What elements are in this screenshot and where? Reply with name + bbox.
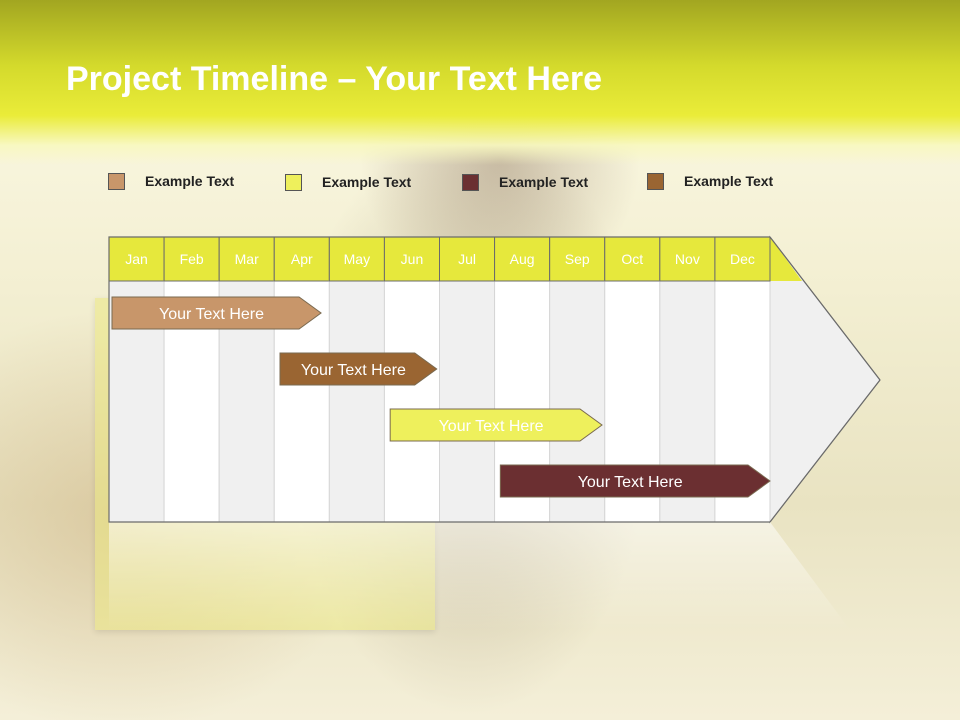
legend-swatch: [108, 172, 125, 190]
legend-item: Example Text: [647, 168, 773, 194]
task-label: Your Text Here: [439, 418, 544, 435]
title-bold: Project Timeline: [66, 60, 329, 98]
task-bar: [111, 296, 322, 330]
task-bar: [279, 352, 438, 386]
legend-label: Example Text: [499, 174, 589, 190]
month-label: Jun: [401, 251, 424, 267]
month-label: May: [344, 251, 370, 267]
title-rest: – Your Text Here: [328, 60, 603, 98]
arrow-edge-bottom: [769, 379, 881, 523]
legend-item: Example Text: [285, 169, 411, 195]
month-label: Oct: [621, 251, 643, 267]
month-label: Apr: [291, 251, 313, 267]
legend-swatch: [462, 173, 479, 191]
month-header-cell: [714, 236, 771, 282]
month-column: [328, 280, 385, 523]
month-header-cell: [494, 236, 551, 282]
legend-item: Example Text: [108, 168, 234, 194]
legend-item: Example Text: [462, 169, 588, 195]
legend-label: Example Text: [322, 174, 412, 190]
month-header-cell: [659, 236, 716, 282]
month-header-cell: [328, 236, 385, 282]
timeline-frame: [108, 236, 770, 523]
legend-swatch: [647, 172, 664, 190]
legend-label: Example Text: [145, 173, 235, 189]
month-header-cell: [383, 236, 440, 282]
task-label: Your Text Here: [578, 474, 683, 491]
task-bar: [389, 408, 603, 442]
header-band: [0, 0, 960, 165]
month-label: Jul: [458, 251, 476, 267]
month-column: [439, 280, 496, 523]
month-header-cell: [218, 236, 275, 282]
legend-swatch: [285, 173, 302, 191]
task-bar: [499, 464, 771, 498]
month-label: Nov: [675, 251, 700, 267]
task-label: Your Text Here: [301, 362, 406, 379]
legend: Example Text Example Text Example Text E…: [108, 168, 828, 198]
month-header-cell: [604, 236, 661, 282]
legend-label: Example Text: [684, 173, 774, 189]
arrow-reflection: [109, 522, 850, 630]
month-header-cell: [163, 236, 220, 282]
month-label: Dec: [730, 251, 755, 267]
arrow-edge-top: [769, 236, 881, 381]
month-label: Jan: [125, 251, 148, 267]
month-column: [383, 280, 440, 523]
task-label: Your Text Here: [159, 306, 264, 323]
month-label: Mar: [235, 251, 259, 267]
page-title: Project Timeline – Your Text Here: [66, 60, 602, 99]
month-label: Aug: [510, 251, 535, 267]
month-label: Sep: [565, 251, 590, 267]
month-label: Feb: [180, 251, 204, 267]
